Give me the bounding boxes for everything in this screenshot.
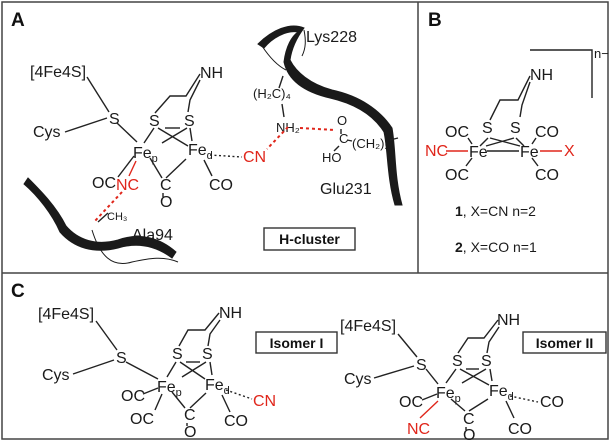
c2-ligand-oc-left: OC (399, 394, 423, 411)
c1-atom-s-right: S (202, 346, 213, 363)
c2-atom-s-left: S (452, 353, 463, 370)
bonds-isomer-1 (72, 312, 253, 426)
c2-atom-s-right: S (481, 353, 492, 370)
c2-ligand-o-bridge: O (463, 427, 475, 441)
c1-atom-s-left: S (172, 346, 183, 363)
ligand-nc: NC (116, 177, 139, 194)
c1-label-cys: Cys (42, 367, 70, 384)
b-atom-nh: NH (530, 67, 553, 84)
c2-ligand-co-right: CO (508, 421, 532, 438)
ligand-co-right: CO (209, 177, 233, 194)
atom-s-left: S (149, 113, 160, 130)
panel-b: n− NH S S OC CO NC Fe Fe X OC CO 1, X=CN… (425, 46, 609, 255)
atom-ho: HO (322, 150, 342, 165)
c1-atom-fe-d: Fed (205, 377, 230, 397)
b-atom-s-right: S (510, 120, 521, 137)
b-ligand-nc: NC (425, 143, 448, 160)
atom-s-cys: S (109, 111, 120, 128)
c1-atom-s-cys: S (116, 350, 127, 367)
ribbon-ala94 (23, 177, 177, 259)
panel-a: [4Fe4S] Cys S S S NH Fep Fed OC C O CO N… (23, 25, 403, 264)
c2-atom-s-cys: S (416, 357, 427, 374)
b-ligand-co-bottom: CO (535, 167, 559, 184)
c2-ligand-co-upper-right: CO (540, 394, 564, 411)
b-ligand-oc-top: OC (445, 124, 469, 141)
bonds-panel-b (446, 137, 562, 167)
ribbon-lys228-underside (261, 29, 306, 71)
bonds-isomer-2 (373, 319, 539, 430)
c1-label-4fe4s: [4Fe4S] (38, 306, 94, 323)
c2-ligand-nc: NC (407, 421, 430, 438)
b-atom-fe-right: Fe (520, 144, 539, 161)
c2-label-4fe4s: [4Fe4S] (340, 318, 396, 335)
b-atom-fe-left: Fe (469, 144, 488, 161)
ribbon-ala94-edge (91, 229, 179, 264)
isomer-1-box: Isomer I (255, 331, 338, 354)
ribbon-lys228 (257, 25, 403, 206)
b-ligand-oc-bottom: OC (445, 167, 469, 184)
atom-nh: NH (200, 65, 223, 82)
ligand-oc-left: OC (92, 175, 116, 192)
panel-c-isomer-1: [4Fe4S] Cys S S S NH Fep Fed OC OC C O C… (38, 305, 338, 441)
c1-ligand-o-bridge: O (184, 424, 196, 441)
isomer-2-box: Isomer II (522, 331, 607, 354)
atom-o-carbonyl: O (337, 113, 347, 128)
c2-atom-fe-d: Fed (489, 383, 514, 403)
c1-ligand-c-bridge: C (184, 407, 196, 424)
label-ala94: Ala94 (132, 227, 173, 244)
panel-label-a: A (11, 10, 25, 31)
c1-ligand-cn: CN (253, 393, 276, 410)
label-4fe4s: [4Fe4S] (30, 64, 86, 81)
c1-ligand-oc-left: OC (121, 388, 145, 405)
b-bridge-left (489, 75, 531, 121)
atom-fe-d: Fed (188, 142, 213, 162)
atom-c-carboxyl: C (339, 131, 348, 146)
charge-bracket (530, 49, 593, 98)
label-lys228: Lys228 (306, 29, 357, 46)
h-cluster-label: H-cluster (279, 231, 340, 247)
atom-s-right: S (184, 113, 195, 130)
b-bridge-right (519, 81, 531, 118)
c1-ligand-oc-lower: OC (130, 411, 154, 428)
c1-ligand-co-right: CO (224, 413, 248, 430)
label-h2c4: (H₂C)₄ (253, 86, 291, 101)
compound-2-caption: 2, X=CO n=1 (455, 239, 537, 255)
charge-label: n− (594, 46, 609, 61)
isomer-2-label: Isomer II (536, 335, 594, 351)
c2-label-cys: Cys (344, 371, 372, 388)
b-ligand-x: X (564, 143, 575, 160)
ligand-c-bridge: C (160, 177, 172, 194)
h-cluster-box: H-cluster (263, 227, 356, 251)
bonds-panel-a (64, 73, 399, 223)
panel-label-b: B (428, 10, 442, 31)
label-ch2-2: (CH₂)₂ (352, 136, 390, 151)
c1-atom-nh: NH (219, 305, 242, 322)
c2-atom-nh: NH (497, 312, 520, 329)
b-atom-s-left: S (482, 120, 493, 137)
c2-atom-fe-p: Fep (436, 385, 461, 405)
label-cys: Cys (33, 124, 61, 141)
ligand-o-bridge: O (160, 194, 172, 211)
panel-c-isomer-2: [4Fe4S] Cys S S S NH Fep Fed OC NC C O C… (340, 312, 607, 441)
c2-ligand-c-bridge: C (463, 411, 475, 428)
isomer-1-label: Isomer I (270, 335, 324, 351)
panel-label-c: C (11, 281, 25, 302)
compound-1-caption: 1, X=CN n=2 (455, 203, 536, 219)
label-glu231: Glu231 (320, 181, 372, 198)
c1-atom-fe-p: Fep (157, 379, 182, 399)
ligand-cn: CN (243, 149, 266, 166)
atom-fe-p: Fep (133, 145, 158, 165)
b-ligand-co-top: CO (535, 124, 559, 141)
label-ch3: CH₃ (107, 211, 127, 223)
